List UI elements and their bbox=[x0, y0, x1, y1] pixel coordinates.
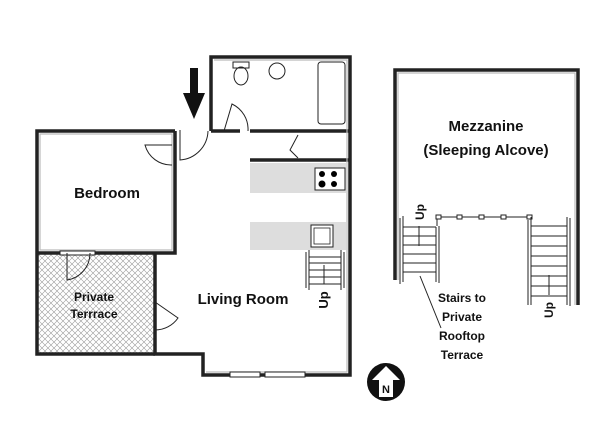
stairs-note-line1: Stairs to bbox=[438, 291, 486, 305]
main-stairs bbox=[305, 250, 345, 290]
sink-icon bbox=[310, 224, 334, 248]
bathroom-fixtures bbox=[232, 61, 346, 125]
mezzanine-label-line2: (Sleeping Alcove) bbox=[423, 142, 548, 159]
terrace-label-line2: Terrrace bbox=[70, 307, 117, 321]
mezzanine-stairs-right bbox=[527, 217, 571, 306]
walls-mezzanine bbox=[393, 68, 580, 305]
north-compass-icon: N bbox=[367, 363, 405, 401]
living-room-label: Living Room bbox=[198, 291, 289, 308]
mezzanine-stairs-left bbox=[399, 216, 440, 284]
stairs-note-line2: Private bbox=[442, 310, 482, 324]
doors bbox=[66, 103, 299, 331]
north-label: N bbox=[382, 384, 390, 396]
stairs-leader-line bbox=[419, 275, 442, 329]
main-stairs-up-label: Up bbox=[316, 291, 331, 308]
windows bbox=[59, 250, 306, 378]
mezzanine-railing bbox=[435, 214, 533, 226]
bedroom-label: Bedroom bbox=[74, 185, 140, 202]
terrace-label-line1: Private bbox=[74, 290, 114, 304]
mezzanine-label-line1: Mezzanine bbox=[448, 118, 523, 135]
terrace-floor bbox=[38, 253, 154, 354]
stove-icon bbox=[314, 167, 346, 191]
mezzanine-left-up-label: Up bbox=[413, 204, 427, 220]
stairs-note-line3: Rooftop bbox=[439, 329, 485, 343]
stairs-note-line4: Terrace bbox=[441, 348, 484, 362]
mezzanine-right-up-label: Up bbox=[542, 302, 556, 318]
entrance-arrow-icon bbox=[183, 68, 205, 119]
